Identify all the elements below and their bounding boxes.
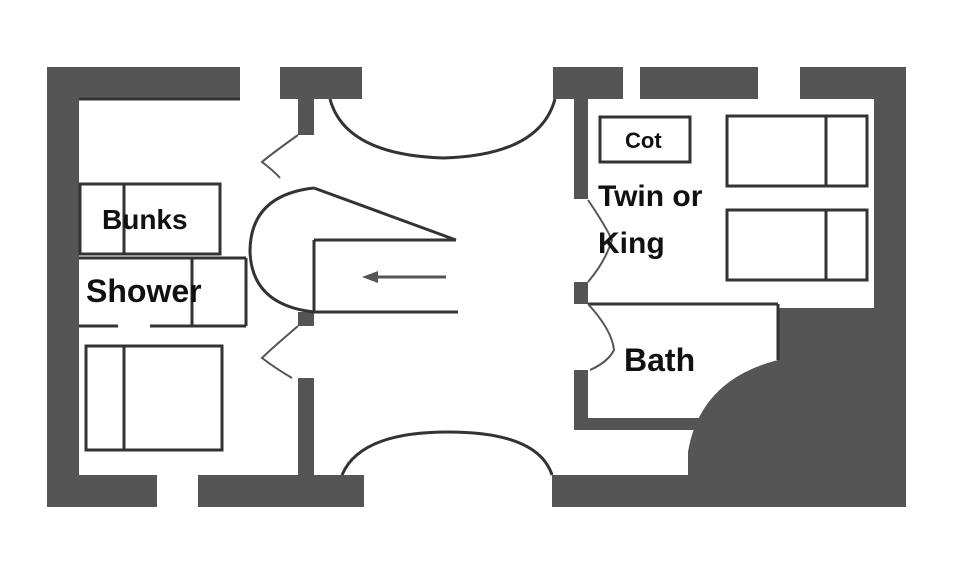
door-swing-top-left [260,134,299,179]
corridor-right-wall-top [574,99,588,199]
stair-diagonal [313,186,457,242]
doors [260,134,616,379]
wall-left [47,67,79,507]
twin-label-line2: King [598,227,665,260]
left-bed[interactable] [84,344,224,452]
stair-landing-arc [248,186,315,314]
bath-label: Bath [624,342,695,378]
cot-label: Cot [625,128,662,153]
door-swing-bedroom [587,199,614,283]
bunks-bed[interactable] [78,182,222,256]
top-arch [328,98,557,160]
interior-walls [298,99,714,475]
twin-bed-top[interactable] [725,114,869,188]
door-swing-bath [587,303,616,371]
corridor-right-wall-mid [574,282,588,304]
twin-bed-bottom[interactable] [725,208,869,282]
stairs [248,186,458,314]
corridor-left-wall-bottom [298,378,314,475]
wall-top-right-a [640,67,758,99]
arched-openings [328,98,557,476]
wall-top-left [47,67,240,99]
corridor-left-wall-mid [298,312,314,326]
wall-top-mid-right [553,67,623,99]
wall-bottom-mid [198,475,364,507]
twin-label-line1: Twin or [598,180,703,213]
door-swing-bottom-left [260,325,299,379]
furniture [78,114,869,452]
bath-bottom-wall [574,418,714,430]
outer-walls [47,67,906,507]
wall-bottom-right-mass [688,308,906,507]
partitions [79,97,780,360]
bunks-label: Bunks [102,204,188,235]
corridor-left-wall-top [298,99,314,135]
corridor-right-wall-bottom [574,370,588,428]
cot[interactable] [598,115,692,164]
arrow-head-icon [362,271,378,283]
wall-top-mid-left [280,67,362,99]
wall-bottom-left [47,475,157,507]
direction-arrow [362,271,446,283]
shower-label: Shower [86,273,202,309]
bottom-arch [340,430,554,476]
